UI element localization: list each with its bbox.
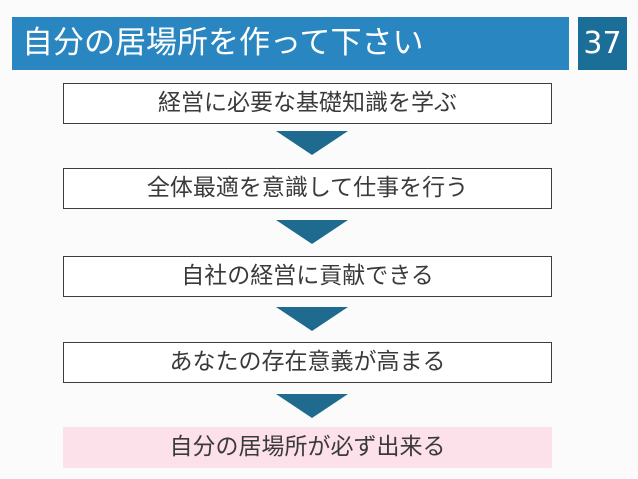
flow-step-1: 経営に必要な基礎知識を学ぶ bbox=[63, 83, 552, 124]
down-arrow-icon bbox=[276, 307, 348, 331]
down-arrow-icon bbox=[276, 394, 348, 418]
flow-step-3: 自社の経営に貢献できる bbox=[63, 256, 552, 297]
page-number: 37 bbox=[578, 17, 627, 70]
down-arrow-icon bbox=[276, 131, 348, 155]
flow-step-final: 自分の居場所が必ず出来る bbox=[63, 427, 552, 468]
down-arrow-icon bbox=[276, 220, 348, 244]
slide-title: 自分の居場所を作って下さい bbox=[12, 17, 569, 70]
flow-step-4: あなたの存在意義が高まる bbox=[63, 342, 552, 383]
flow-step-2: 全体最適を意識して仕事を行う bbox=[63, 168, 552, 209]
